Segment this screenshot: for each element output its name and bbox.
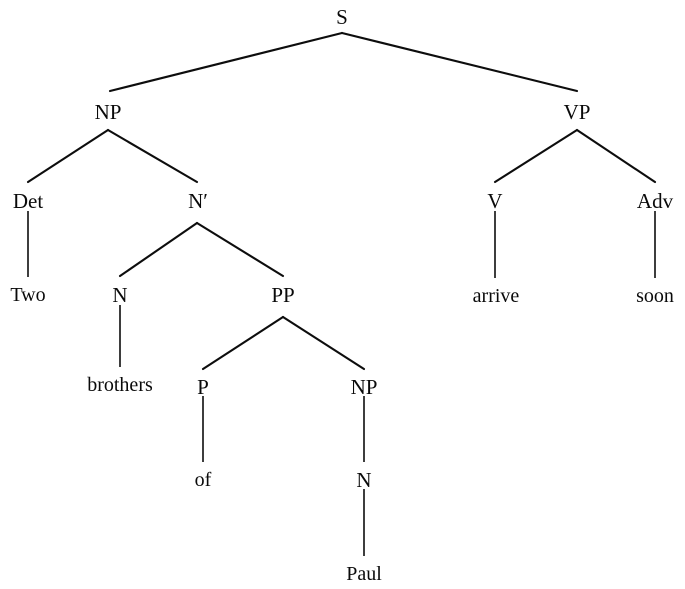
node-s: S: [336, 5, 348, 29]
node-p: P: [197, 375, 209, 399]
node-np-object: NP: [351, 375, 378, 399]
leaf-soon: soon: [636, 285, 674, 307]
node-vp: VP: [564, 100, 591, 124]
node-adv: Adv: [637, 189, 674, 213]
edge-nbar-to-pp: [195, 221, 285, 278]
edge-vp-to-adv: [575, 128, 657, 184]
edge-s-to-np: [108, 31, 344, 93]
node-n-head: N: [112, 283, 127, 307]
leaf-paul: Paul: [346, 563, 382, 585]
edge-np-to-det: [26, 128, 110, 184]
edge-np-to-nbar: [106, 128, 199, 184]
node-np-subject: NP: [95, 100, 122, 124]
edge-nbar-to-n: [118, 221, 199, 278]
leaf-of: of: [195, 469, 212, 491]
leaf-arrive: arrive: [473, 285, 520, 307]
node-pp: PP: [271, 283, 294, 307]
edge-pp-to-p: [201, 315, 285, 371]
edge-s-to-vp: [340, 31, 579, 93]
node-v: V: [487, 189, 502, 213]
edge-pp-to-np: [281, 315, 366, 371]
leaf-two: Two: [10, 284, 45, 306]
node-nbar: N′: [188, 189, 208, 213]
node-n-object: N: [356, 468, 371, 492]
node-det: Det: [13, 189, 43, 213]
edge-vp-to-v: [493, 128, 579, 184]
leaf-brothers: brothers: [87, 374, 153, 396]
